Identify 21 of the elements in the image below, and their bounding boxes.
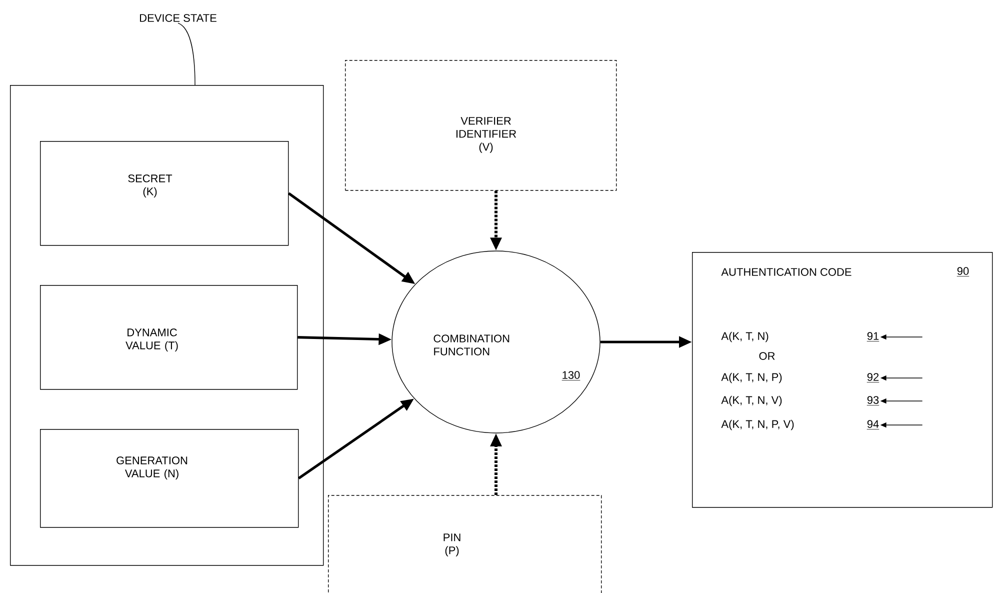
reference-number: 91: [866, 332, 880, 342]
heading: DEVICE STATE: [140, 14, 216, 22]
function-label: COMBINATION FUNCTION: [434, 334, 510, 356]
box-label: GENERATION VALUE (N): [116, 456, 188, 480]
box-label: SECRET (K): [128, 174, 172, 198]
or-label: OR: [759, 352, 775, 360]
reference-number: 90: [956, 267, 970, 276]
code-label: A(K, T, N, P): [721, 372, 782, 384]
code-label: A(K, T, N): [721, 332, 768, 342]
box-label: DYNAMIC VALUE (T): [126, 328, 178, 352]
reference-number: 94: [866, 420, 880, 430]
box: [10, 85, 324, 566]
reference-number: 92: [866, 373, 880, 382]
code-label: A(K, T, N, V): [721, 396, 782, 406]
reference-number: 130: [562, 371, 580, 380]
code-label: AUTHENTICATION CODE: [721, 268, 852, 276]
reference-number: 93: [866, 396, 880, 406]
leader-line: [178, 22, 196, 86]
box-label: VERIFIER IDENTIFIER (V): [456, 117, 516, 153]
box-label: PIN (P): [444, 534, 460, 556]
code-label: A(K, T, N, P, V): [721, 420, 794, 430]
